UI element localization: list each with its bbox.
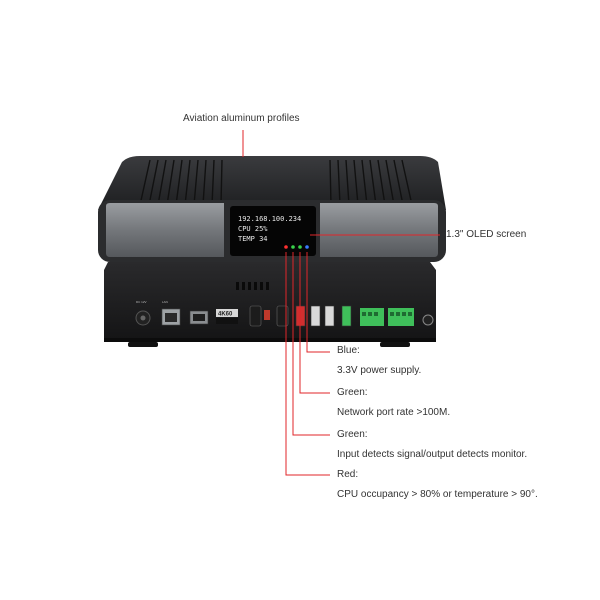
callout-blue-desc: 3.3V power supply.	[337, 365, 422, 376]
oled-line-ip: 192.168.100.234	[238, 215, 301, 223]
oled-line-temp: TEMP 34	[238, 235, 268, 243]
callout-green1-desc: Network port rate >100M.	[337, 407, 451, 418]
callout-aviation-profiles: Aviation aluminum profiles	[183, 113, 300, 124]
callout-red-title: Red:	[337, 469, 359, 480]
svg-text:LAN: LAN	[162, 300, 168, 304]
callout-red-desc: CPU occupancy > 80% or temperature > 90°…	[337, 489, 538, 500]
oled-screen	[230, 206, 316, 256]
ground-screw	[422, 314, 434, 326]
led-green-2	[298, 245, 302, 249]
front-unit: 192.168.100.234 CPU 25% TEMP 34	[98, 156, 446, 262]
badge-4k60	[216, 309, 238, 317]
led-green-1	[291, 245, 295, 249]
front-panel-left	[106, 203, 224, 257]
usb-port-2	[324, 305, 335, 327]
heatsink-fins	[139, 159, 413, 206]
svg-text:DC 12V: DC 12V	[136, 300, 147, 304]
svg-text:4K60: 4K60	[218, 312, 233, 318]
callout-blue-title: Blue:	[337, 345, 360, 356]
hdmi-port-2	[276, 305, 289, 327]
callout-green2-title: Green:	[337, 429, 368, 440]
rear-vents	[236, 282, 269, 290]
usb-port-green	[341, 305, 352, 327]
callout-green1-title: Green:	[337, 387, 368, 398]
oled-line-cpu: CPU 25%	[238, 225, 268, 233]
callout-green2-desc: Input detects signal/output detects moni…	[337, 449, 528, 460]
callout-lines	[242, 130, 440, 476]
hdmi-port-1	[249, 305, 262, 327]
callout-oled-screen: 1.3" OLED screen	[446, 229, 527, 240]
led-red	[284, 245, 288, 249]
switch-red	[264, 310, 270, 320]
front-panel-right	[320, 203, 438, 257]
rear-panel-unit: DC 12V LAN 4K60	[104, 262, 436, 347]
terminal-blocks	[360, 308, 414, 326]
led-blue	[305, 245, 309, 249]
usb-port-1	[310, 305, 321, 327]
